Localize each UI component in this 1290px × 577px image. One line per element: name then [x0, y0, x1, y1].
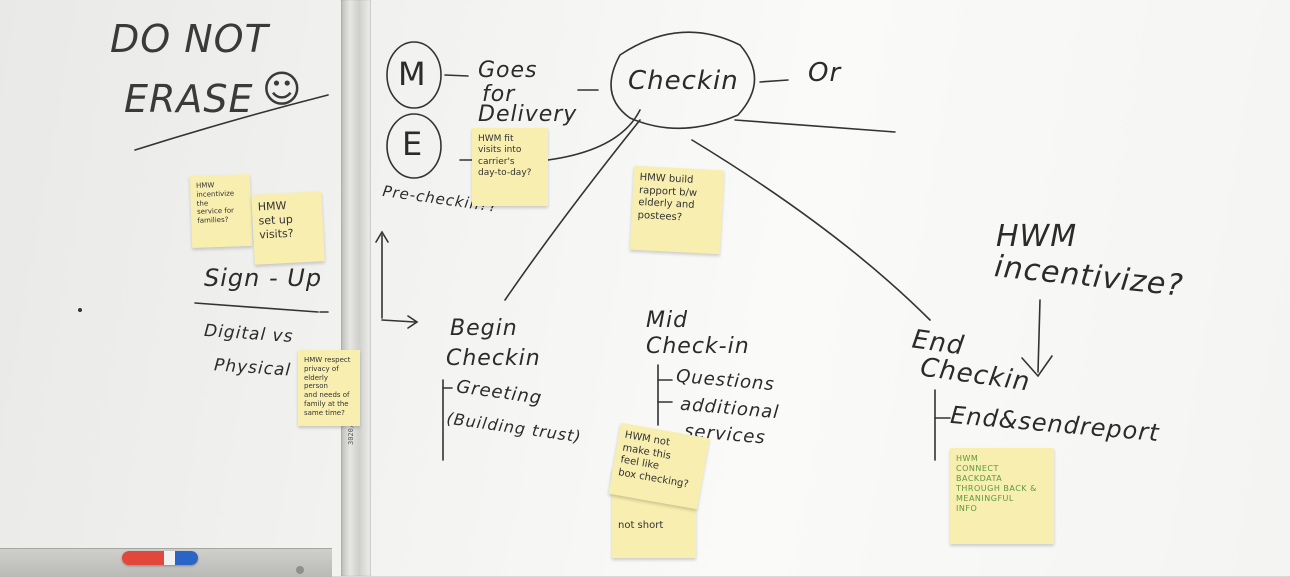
e-circle: [386, 113, 442, 179]
hwm-text: HWM: [996, 219, 1078, 254]
begin-checkin-text: Checkin: [446, 346, 541, 371]
screw-icon: [296, 566, 304, 574]
branch-end: [691, 139, 931, 321]
do-not-text: DO NOT: [110, 17, 269, 61]
erase-underline: [134, 94, 329, 151]
sticky-incentivize: HMW incentivize the service for families…: [189, 173, 253, 249]
sticky-fit-visits: HWM fit visits into carrier's day-to-day…: [472, 128, 548, 206]
sticky-set-up-visits: HMW set up visits?: [251, 191, 325, 265]
mid-checkin-text: Check-in: [646, 334, 750, 359]
goes-text: Goes: [478, 58, 538, 83]
smiley-icon: ☺: [262, 67, 302, 111]
whiteboard-frame-divider: [341, 0, 371, 576]
marker-icon: [122, 551, 198, 565]
mid-text: Mid: [646, 308, 689, 333]
marker-dot: [78, 308, 82, 312]
for-text: for: [482, 82, 516, 107]
sign-up-text: Sign - Up: [204, 264, 323, 292]
or-text: Or: [808, 58, 842, 88]
m-label: M: [398, 55, 426, 93]
sticky-build-rapport: HMW build rapport b/w elderly and postee…: [629, 165, 725, 255]
sticky-connect: HWM CONNECT BACKDATA THROUGH BACK & MEAN…: [950, 448, 1054, 544]
branch-begin: [504, 119, 641, 301]
checkin-text: Checkin: [628, 66, 739, 96]
sticky-not-box-checking: HWM not make this feel like box checking…: [608, 422, 710, 510]
e-label: E: [402, 125, 423, 163]
erase-text: ERASE: [124, 77, 254, 121]
checkin-oval: [610, 31, 756, 130]
sticky-respect-privacy: HMW respect privacy of elderly person an…: [298, 350, 360, 426]
begin-text: Begin: [450, 316, 518, 341]
m-circle: [386, 41, 442, 109]
not-short-text: not short: [618, 519, 664, 531]
delivery-text: Delivery: [478, 102, 578, 127]
